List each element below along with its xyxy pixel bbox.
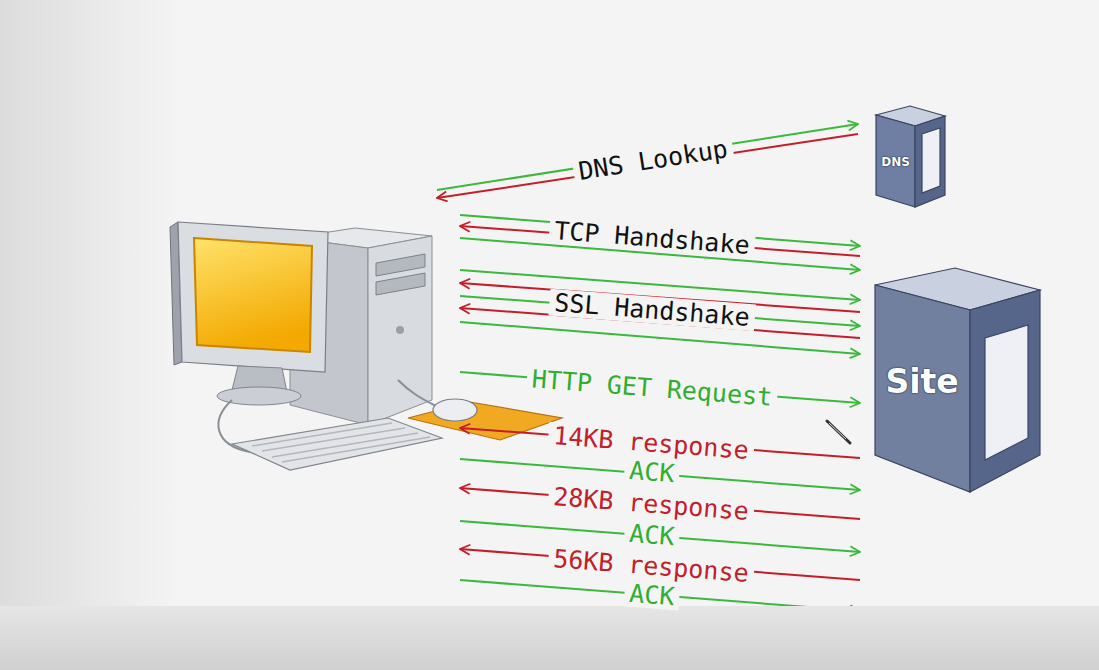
green-arrow xyxy=(460,322,860,354)
server-panel xyxy=(922,128,940,193)
pen-cursor xyxy=(829,423,846,439)
keyboard xyxy=(232,418,442,470)
tower-front xyxy=(368,236,432,425)
server-side xyxy=(970,290,1040,492)
server-box: DNS xyxy=(872,102,950,212)
power-button xyxy=(396,326,404,334)
bottom-band xyxy=(0,606,1099,670)
green-arrow xyxy=(437,124,858,190)
arrow-label: ACK xyxy=(623,456,680,487)
monitor-screen xyxy=(194,238,312,352)
green-arrow xyxy=(460,270,860,300)
server-side xyxy=(915,116,945,207)
red-arrow xyxy=(437,134,858,198)
drive-bay xyxy=(376,254,425,276)
mouse xyxy=(433,399,477,421)
server-box: Site xyxy=(870,262,1045,497)
cable xyxy=(398,380,436,406)
keyboard-keys xyxy=(252,423,430,462)
server-front xyxy=(876,115,915,207)
server-label: Site xyxy=(885,365,958,398)
drive-bay xyxy=(376,273,425,295)
pen-cursor xyxy=(827,421,850,443)
arrow-label: ACK xyxy=(623,579,680,610)
arrow-label: ACK xyxy=(623,519,680,550)
server-front xyxy=(875,285,970,492)
server-label: DNS xyxy=(881,156,910,168)
server-panel xyxy=(985,325,1028,460)
monitor-bezel xyxy=(178,222,328,372)
